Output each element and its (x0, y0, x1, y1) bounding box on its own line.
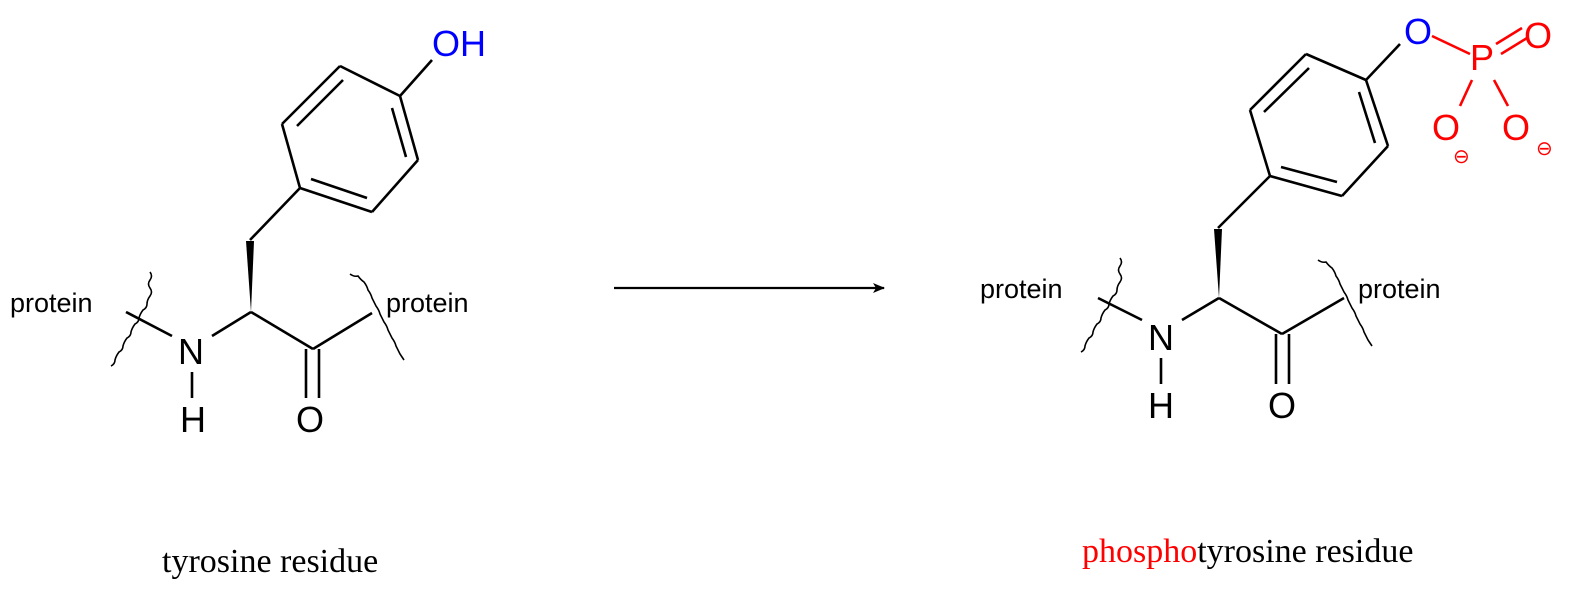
nitrogen-left: N (178, 331, 204, 372)
negative-charge-icon: ⊖ (1536, 138, 1553, 160)
hydrogen-right: H (1148, 385, 1174, 426)
calpha-co-bond-left (250, 310, 314, 351)
phosphorus: P (1470, 37, 1494, 78)
tyrosine-structure: OH O N H protein protein tyrosine residu… (10, 23, 486, 580)
caption-phosphotyrosine: phosphotyrosine residue (1082, 533, 1413, 570)
n-protein-bond-right (1097, 296, 1143, 322)
caption-tyrosine: tyrosine residue (162, 543, 378, 580)
protein-label-right-n: protein (980, 274, 1063, 304)
wavy-cut-left-a (110, 271, 153, 367)
nitrogen-right: N (1148, 317, 1174, 358)
ring-ch2-bond-right (1217, 175, 1271, 229)
c-oh-bond-left (399, 59, 433, 97)
protein-label-right-c: protein (1358, 274, 1441, 304)
c-o-bond-right (1365, 43, 1401, 81)
wedge-bond-left (246, 241, 254, 312)
calpha-co-bond-right (1218, 296, 1283, 336)
anionic-oxygen-1: O (1432, 107, 1460, 148)
carbonyl-o-right: O (1268, 385, 1296, 426)
hydrogen-left: H (180, 399, 206, 440)
p-ominus-bond-1 (1458, 79, 1474, 107)
p-o-double-b (1500, 36, 1528, 56)
phosphotyrosine-structure: O P O O ⊖ O ⊖ O N H protein (980, 11, 1553, 570)
calpha-n-bond-left (211, 310, 252, 338)
caption-suffix: tyrosine residue (1197, 533, 1413, 570)
benzene-ring-left (280, 64, 420, 214)
co-protein-bond-right (1281, 296, 1345, 336)
p-ominus-bond-2 (1492, 79, 1510, 107)
anionic-oxygen-2: O (1502, 107, 1530, 148)
wavy-cut-right-b (1317, 259, 1373, 347)
negative-charge-icon: ⊖ (1453, 146, 1470, 168)
carbonyl-o-left: O (296, 399, 324, 440)
protein-label-left-c: protein (386, 288, 469, 318)
caption-prefix: phospho (1082, 533, 1197, 570)
ring-ch2-bond-left (249, 187, 301, 241)
wavy-cut-right-a (1080, 257, 1123, 353)
wavy-cut-left-b (349, 273, 405, 361)
double-bond-oxygen: O (1524, 15, 1552, 56)
calpha-n-bond-right (1181, 296, 1220, 322)
protein-label-left-n: protein (10, 288, 93, 318)
benzene-ring-right (1248, 52, 1390, 198)
o-p-bond (1431, 34, 1471, 56)
n-protein-bond-left (125, 310, 173, 338)
co-protein-bond-left (312, 311, 373, 351)
p-o-double-a (1495, 26, 1523, 46)
bridge-oxygen: O (1404, 11, 1432, 52)
wedge-bond-right (1214, 229, 1222, 298)
hydroxyl-label: OH (432, 23, 486, 64)
